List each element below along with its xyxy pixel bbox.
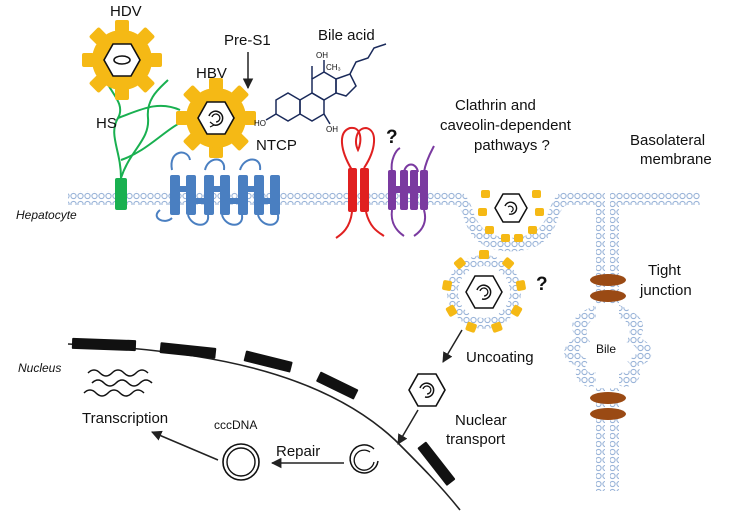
basolateral-label-line2: membrane — [640, 151, 712, 168]
tight-junction-lower — [590, 392, 626, 420]
cccdna-circle — [222, 443, 260, 481]
hdv-virion — [82, 20, 162, 100]
canalicular-membrane — [564, 191, 652, 491]
tight-junction-upper — [590, 274, 626, 302]
uncoating-label: Uncoating — [466, 349, 534, 366]
clathrin-label-line2: caveolin-dependent — [440, 117, 572, 134]
vesicle-question-mark: ? — [536, 274, 548, 295]
red-receptor — [335, 126, 385, 239]
ntcp-receptor — [155, 151, 280, 226]
tight-junction-label-line2: junction — [639, 282, 692, 299]
rcdna-circle — [349, 444, 379, 474]
bile-acid-oh-bottom: OH — [326, 125, 338, 134]
hbv-virion — [176, 78, 256, 158]
transcription-label: Transcription — [82, 410, 168, 427]
pre-s1-label: Pre-S1 — [224, 32, 271, 49]
bile-label: Bile — [596, 342, 616, 356]
bile-acid-structure — [265, 43, 387, 125]
clathrin-label-line1: Clathrin and — [455, 97, 536, 114]
nuclear-transport-label-line2: transport — [446, 431, 506, 448]
bile-acid-ho-left: HO — [254, 119, 266, 128]
tight-junction-label-line1: Tight — [648, 262, 682, 279]
ntcp-label: NTCP — [256, 137, 297, 154]
bile-acid-oh-top: OH — [316, 51, 328, 60]
receptor-question-mark: ? — [386, 127, 398, 148]
cccdna-label: cccDNA — [214, 418, 257, 432]
endocytic-pit-virion — [478, 190, 544, 242]
hepatocyte-label: Hepatocyte — [16, 208, 77, 222]
transcript-rna — [83, 369, 153, 397]
nucleus-label: Nucleus — [18, 361, 61, 375]
basolateral-label-line1: Basolateral — [630, 132, 705, 149]
repair-label: Repair — [276, 443, 320, 460]
nucleocapsid — [408, 373, 446, 407]
hs-label: HS — [96, 115, 117, 132]
basolateral-membrane — [68, 191, 700, 252]
bile-acid-label: Bile acid — [318, 27, 375, 44]
nuclear-transport-arrow — [397, 409, 419, 445]
purple-receptor — [388, 145, 435, 237]
hbv-label: HBV — [196, 65, 227, 82]
clathrin-label-line3: pathways ? — [474, 137, 550, 154]
nuclear-envelope — [67, 337, 461, 511]
nuclear-transport-label-line1: Nuclear — [455, 412, 507, 429]
uncoating-arrow — [442, 329, 463, 363]
transcription-arrow — [151, 430, 219, 461]
bile-acid-ch3: CH₃ — [326, 63, 341, 72]
endocytic-vesicle — [442, 250, 526, 333]
hdv-label: HDV — [110, 3, 142, 20]
